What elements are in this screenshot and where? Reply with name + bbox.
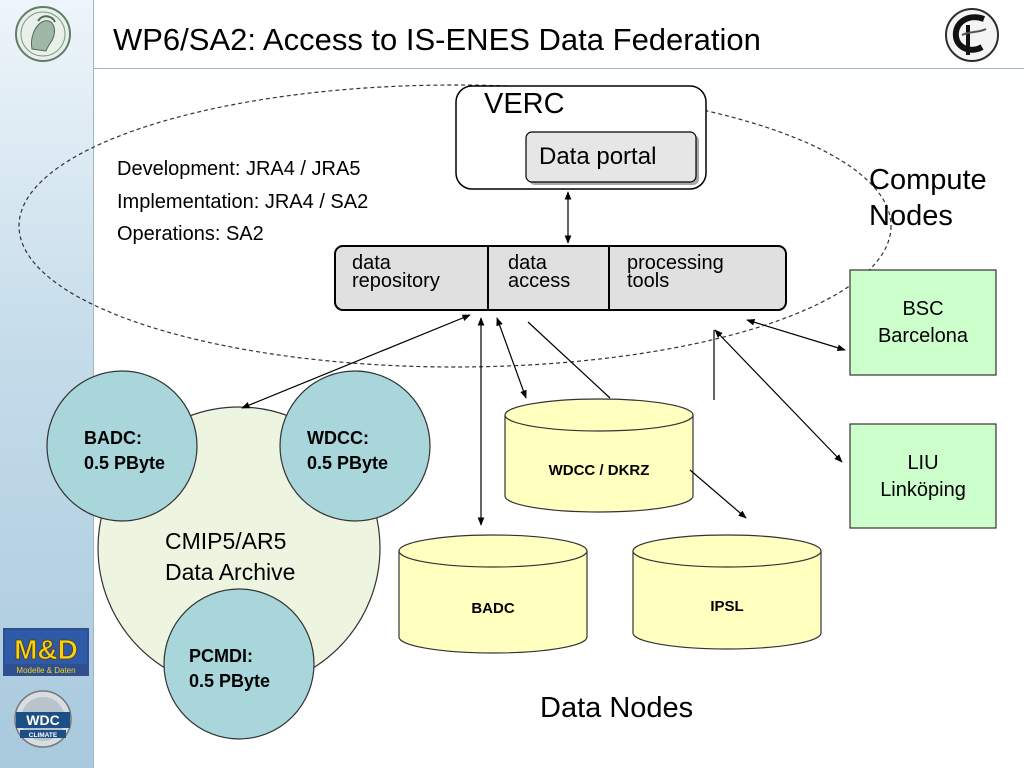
svg-text:WDC: WDC xyxy=(26,712,59,728)
service-label-line2: access xyxy=(508,270,571,292)
wdc-climate-logo-icon: WDC CLIMATE xyxy=(14,690,72,748)
minerva-logo-icon xyxy=(15,6,71,62)
data-portal-box xyxy=(525,131,697,183)
svg-text:Modelle & Daten: Modelle & Daten xyxy=(16,666,75,675)
service-label-line2: tools xyxy=(627,270,670,292)
archive-member-size: 0.5 PByte xyxy=(84,453,166,473)
role-development: Development: JRA4 / JRA5 xyxy=(117,158,361,180)
role-implementation: Implementation: JRA4 / SA2 xyxy=(117,191,369,213)
data-node-badc xyxy=(398,534,588,654)
archive-member-name: BADC: xyxy=(84,428,142,448)
data-node-ipsl-label: IPSL xyxy=(710,598,744,615)
service-label-line1: data xyxy=(352,252,391,274)
data-node-badc-label: BADC xyxy=(471,600,515,617)
data-node-wdcc-dkrz-label: WDCC / DKRZ xyxy=(548,462,650,479)
archive-member-name: WDCC: xyxy=(307,428,369,448)
archive-member-size: 0.5 PByte xyxy=(189,671,271,691)
badc-archive-label: BADC: 0.5 PByte xyxy=(84,426,165,476)
service-data-access: data access xyxy=(508,252,571,292)
pcmdi-archive-circle xyxy=(163,588,315,740)
compute-node-line2: Barcelona xyxy=(877,325,969,347)
arrow-tools-bsc xyxy=(746,319,846,351)
role-operations: Operations: SA2 xyxy=(117,223,264,245)
archive-label-line1: CMIP5/AR5 xyxy=(165,528,287,554)
compute-nodes-heading: Compute Nodes xyxy=(869,162,987,234)
service-data-repository: data repository xyxy=(352,252,440,292)
service-processing-tools: processing tools xyxy=(627,252,724,292)
compute-node-line1: LIU xyxy=(907,452,939,474)
svg-text:CLIMATE: CLIMATE xyxy=(29,732,58,739)
service-label-line1: processing xyxy=(627,252,724,274)
title-divider xyxy=(93,68,1024,69)
archive-member-name: PCMDI: xyxy=(189,646,253,666)
compute-node-line2: Linköping xyxy=(880,479,966,501)
data-node-ipsl xyxy=(632,534,822,650)
compute-node-bsc-label: BSC Barcelona xyxy=(850,296,996,350)
compute-heading-line1: Compute xyxy=(869,164,987,196)
pcmdi-archive-label: PCMDI: 0.5 PByte xyxy=(189,644,270,694)
arrow-wdcc-ipsl xyxy=(689,469,747,519)
verc-title: VERC xyxy=(484,88,565,120)
arrow-access-wdcc xyxy=(496,317,527,399)
service-label-line1: data xyxy=(508,252,547,274)
service-label-line2: repository xyxy=(352,270,440,292)
arrow-repository-archive xyxy=(241,314,471,409)
cmip5-archive-label: CMIP5/AR5 Data Archive xyxy=(165,526,295,588)
badc-archive-circle xyxy=(46,370,198,522)
slide-title: WP6/SA2: Access to IS-ENES Data Federati… xyxy=(113,22,761,57)
md-logo-icon: M&D Modelle & Daten xyxy=(3,628,89,676)
data-portal-label: Data portal xyxy=(539,143,657,170)
institute-emblem-icon xyxy=(945,8,999,62)
line-access-wdcc xyxy=(527,321,611,399)
data-node-wdcc-dkrz xyxy=(504,398,694,513)
wdcc-archive-label: WDCC: 0.5 PByte xyxy=(307,426,388,476)
compute-node-line1: BSC xyxy=(902,298,944,320)
compute-node-bsc xyxy=(849,269,997,376)
service-bar xyxy=(334,245,787,311)
data-nodes-heading: Data Nodes xyxy=(540,692,694,724)
archive-member-size: 0.5 PByte xyxy=(307,453,389,473)
arrow-tools-liu xyxy=(714,329,843,463)
compute-heading-line2: Nodes xyxy=(869,200,953,232)
archive-label-line2: Data Archive xyxy=(165,559,296,585)
compute-node-liu xyxy=(849,423,997,529)
svg-text:M&D: M&D xyxy=(14,634,78,665)
compute-node-liu-label: LIU Linköping xyxy=(850,450,996,504)
